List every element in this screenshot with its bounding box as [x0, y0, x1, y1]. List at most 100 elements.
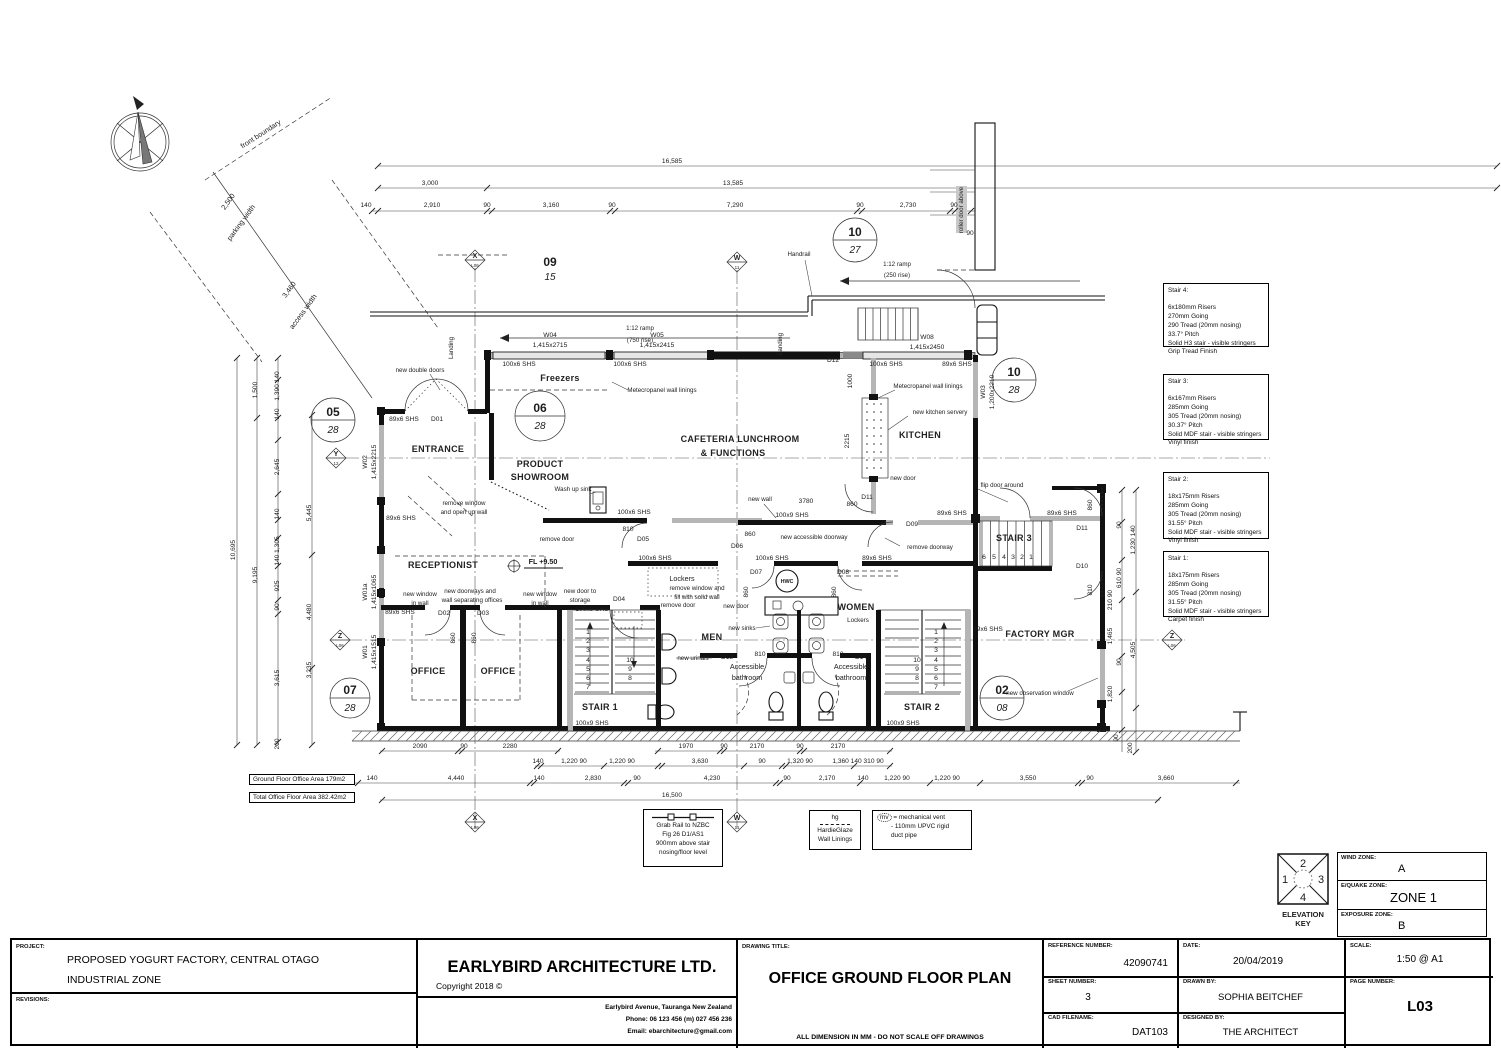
stair1-title: Stair 1:: [1168, 555, 1189, 562]
plan-label: 1,200x2210: [989, 374, 996, 409]
grid-marker: Y12: [325, 447, 347, 469]
project-line1: PROPOSED YOGURT FACTORY, CENTRAL OTAGO: [67, 954, 320, 966]
cad-filename-label: CAD FILENAME:: [1048, 1015, 1094, 1021]
svg-text:28: 28: [1007, 385, 1020, 396]
note-line: 305 Tread (20mm nosing): [1168, 589, 1242, 597]
cad-filename-value: DAT103: [1132, 1027, 1168, 1038]
plan-label: access width: [287, 292, 318, 331]
plan-label: 3: [586, 647, 590, 654]
fixtures: [507, 559, 834, 721]
plan-label: 9: [628, 666, 632, 673]
plan-label: SHOWROOM: [511, 472, 569, 482]
plan-label: new accessible doorway: [780, 534, 848, 541]
date-label: DATE:: [1183, 943, 1201, 949]
note-line: 285mm Going: [1168, 403, 1209, 411]
plan-label: remove door: [540, 536, 575, 543]
svg-text:06: 06: [533, 401, 547, 415]
plan-label: W01: [362, 645, 369, 659]
plan-label: 1,320 90: [787, 758, 813, 765]
plan-label: 140: [274, 408, 281, 419]
divider: [416, 940, 418, 1048]
note-line: HardieGlaze: [817, 826, 853, 834]
plan-label: & FUNCTIONS: [701, 448, 766, 458]
plan-label: 2170: [750, 743, 765, 750]
plan-label: 90: [1086, 775, 1094, 782]
plan-label: remove doorway: [907, 544, 954, 551]
svg-text:X: X: [473, 815, 478, 822]
plan-label: remove window and: [669, 585, 725, 592]
plan-label: D06: [731, 543, 743, 550]
plan-label: OFFICE: [481, 666, 516, 676]
plan-label: 1:12 ramp: [883, 261, 911, 268]
plan-label: 10: [913, 657, 921, 664]
plan-label: RECEPTIONIST: [408, 560, 478, 570]
equake-zone-row: E/QUAKE ZONE: ZONE 1: [1338, 881, 1486, 910]
designed-by-value: THE ARCHITECT: [1222, 1027, 1299, 1038]
plan-label: D11: [861, 494, 873, 501]
plan-label: 3: [934, 647, 938, 654]
svg-text:L06: L06: [471, 825, 479, 830]
plan-label: new window: [523, 591, 557, 598]
mv-symbol: mv: [877, 813, 892, 822]
plan-label: 5: [586, 666, 590, 673]
landing-and-ramps: [370, 259, 1105, 342]
note-line: 290 Tread (20mm nosing): [1168, 321, 1242, 329]
svg-text:10: 10: [848, 225, 862, 239]
stair2-title: Stair 2:: [1168, 476, 1189, 483]
firm-name: EARLYBIRD ARCHITECTURE LTD.: [447, 958, 717, 976]
plan-label: FACTORY MGR: [1005, 629, 1074, 639]
plan-label: 90: [483, 202, 491, 209]
note-line: Solid MDF stair - visible stringers: [1168, 528, 1262, 536]
plan-label: 3,000: [422, 180, 439, 187]
svg-text:07: 07: [343, 683, 357, 697]
plan-label: remove door: [661, 602, 696, 609]
plan-label: 90: [460, 743, 468, 750]
sheet-value: 3: [1085, 992, 1091, 1003]
revisions-label: REVISIONS:: [16, 997, 50, 1003]
drawing-title: OFFICE GROUND FLOOR PLAN: [768, 970, 1012, 987]
hg-symbol: hg: [831, 814, 839, 821]
plan-label: new door to: [564, 588, 597, 595]
plan-label: 2: [1020, 554, 1024, 561]
plan-label: Metecropanel wall linings: [893, 383, 962, 390]
project-label: PROJECT:: [16, 944, 45, 950]
leader-lines: [429, 373, 1099, 692]
plan-label: 1,230 140: [1130, 525, 1137, 555]
plan-label: 89x6 SHS: [386, 515, 416, 522]
reference-label: REFERENCE NUMBER:: [1048, 943, 1113, 949]
plan-label: ENTRANCE: [412, 444, 464, 454]
designed-by-label: DESIGNED BY:: [1183, 1015, 1225, 1021]
plan-label: 2215: [844, 433, 851, 448]
plan-label: 1: [1029, 554, 1033, 561]
plan-label: 90: [633, 775, 641, 782]
plan-label: flip door around: [981, 482, 1025, 489]
divider: [1177, 940, 1179, 1048]
plan-label: 140 1,305: [274, 536, 281, 566]
note-line: 33.7° Pitch: [1168, 330, 1199, 338]
plan-label: 100x9 SHS: [575, 720, 609, 727]
note-line: 6x167mm Risers: [1168, 394, 1216, 402]
plan-label: fill with solid wall: [674, 594, 719, 601]
plan-label: 6: [934, 675, 938, 682]
svg-text:Y: Y: [334, 451, 339, 458]
key-number-3: 3: [1318, 874, 1324, 886]
divider: [416, 996, 738, 998]
plan-label: 2: [586, 638, 590, 645]
plan-label: STAIR 3: [996, 533, 1032, 543]
plan-label: Landing: [777, 332, 784, 355]
plan-label: W02: [362, 455, 369, 469]
key-caption-1: ELEVATION: [1282, 910, 1324, 919]
svg-text:27: 27: [848, 245, 861, 256]
plan-label: new urinals: [677, 655, 708, 662]
note-line: 6x180mm Risers: [1168, 303, 1216, 311]
plan-label: 3,460: [280, 280, 298, 300]
plan-label: 2090: [413, 743, 428, 750]
dimension-lines: [236, 165, 1497, 801]
plan-label: 2,170: [819, 775, 836, 782]
plan-label: 100x6 SHS: [613, 361, 647, 368]
divider: [736, 940, 738, 1048]
note-line: 31.55° Pitch: [1168, 598, 1203, 606]
plan-label: 100x9 SHS: [886, 720, 920, 727]
